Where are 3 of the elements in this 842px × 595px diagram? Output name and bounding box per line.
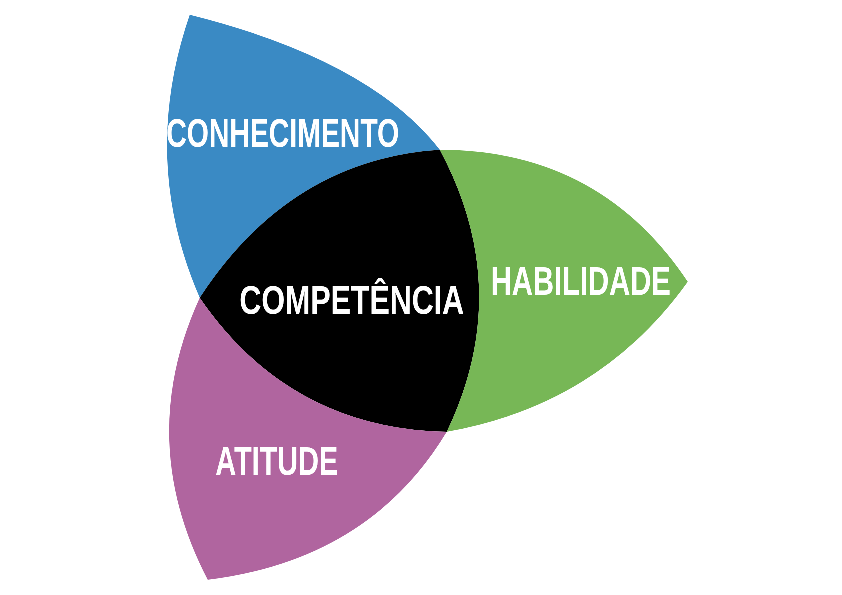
petal-label: ATITUDE [216, 442, 338, 482]
petal-label: HABILIDADE [490, 262, 672, 302]
petal-label: CONHECIMENTO [166, 114, 400, 154]
